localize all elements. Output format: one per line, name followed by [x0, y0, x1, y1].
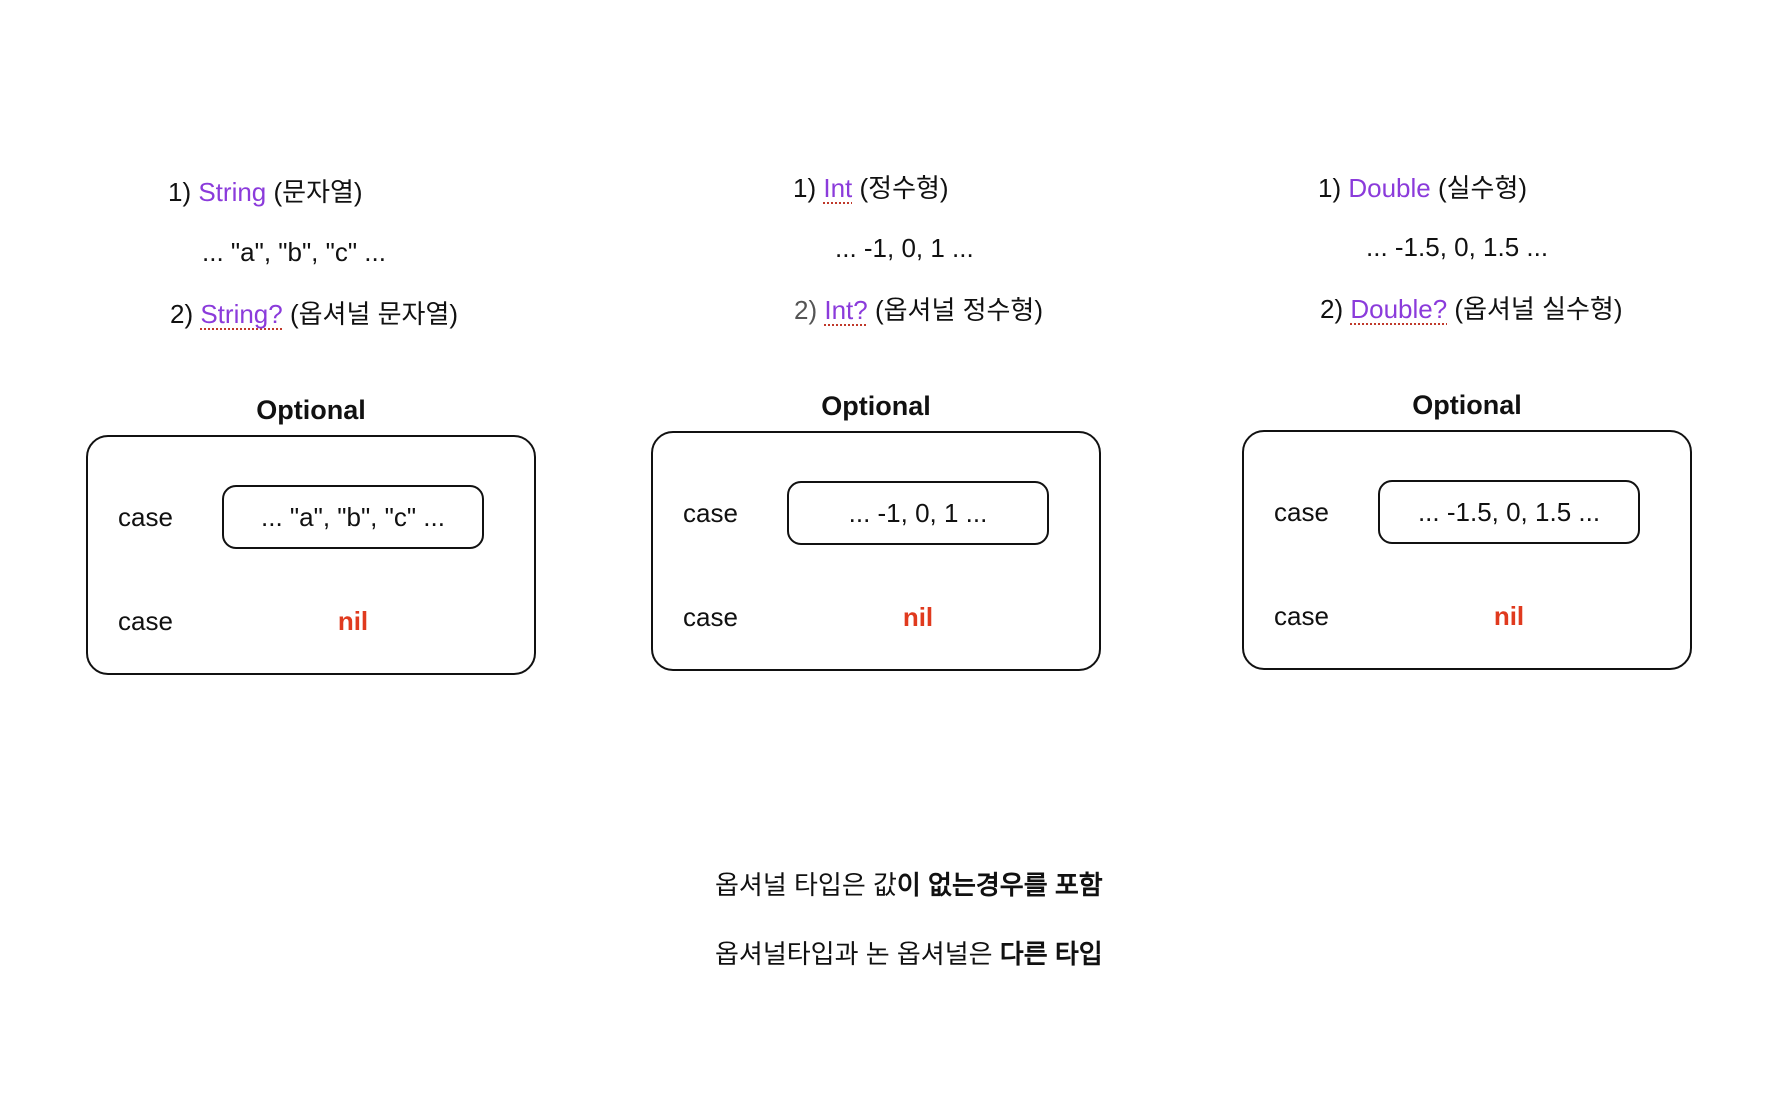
string-optional-title: Optional [256, 395, 366, 425]
double-optional-prefix: 2) [1320, 294, 1351, 324]
string-optional-prefix: 2) [170, 299, 201, 329]
int-values: ... -1, 0, 1 ... [835, 233, 974, 263]
double-optional-box: case ... -1.5, 0, 1.5 ... case nil [1242, 430, 1692, 670]
string-optional-type-name: String? [200, 299, 283, 329]
string-optional-suffix: (옵셔널 문자열) [282, 299, 459, 329]
string-case-none-label: case [118, 606, 173, 636]
string-case-some-value: ... "a", "b", "c" ... [261, 501, 445, 532]
int-optional-box: case ... -1, 0, 1 ... case nil [651, 431, 1101, 671]
double-case-none-value: nil [1493, 601, 1525, 631]
int-case-none-value: nil [902, 602, 934, 632]
string-optional-line: 2) String? (옵셔널 문자열) [170, 298, 458, 330]
string-type-name: String [198, 177, 267, 207]
int-case-some-value: ... -1, 0, 1 ... [848, 497, 988, 528]
double-case-none-label: case [1274, 601, 1329, 631]
double-optional-title: Optional [1412, 390, 1522, 420]
double-values: ... -1.5, 0, 1.5 ... [1366, 232, 1549, 262]
int-type-line: 1) Int (정수형) [793, 172, 949, 204]
string-case-some-label: case [118, 502, 173, 532]
double-case-some-value: ... -1.5, 0, 1.5 ... [1417, 496, 1601, 527]
double-optional-suffix: (옵셔널 실수형) [1447, 294, 1623, 324]
string-type-suffix: (문자열) [266, 177, 363, 207]
int-optional-type-name: Int? [824, 295, 868, 325]
string-type-prefix: 1) [168, 177, 199, 207]
note-line-2-normal: 옵셔널타입과 논 옵셔널은 [715, 939, 1000, 969]
double-type-prefix: 1) [1318, 173, 1349, 203]
int-type-name: Int [823, 173, 853, 203]
double-optional-type-name: Double? [1350, 294, 1448, 324]
string-type-line: 1) String (문자열) [168, 176, 363, 208]
int-case-some-value-box: ... -1, 0, 1 ... [787, 481, 1049, 545]
string-values: ... "a", "b", "c" ... [202, 237, 386, 267]
note-line-2-bold: 다른 타입 [999, 939, 1103, 969]
note-line-1: 옵셔널 타입은 값이 없는경우를 포함 [715, 869, 1103, 901]
int-optional-suffix: (옵셔널 정수형) [867, 295, 1044, 325]
int-optional-prefix: 2) [794, 295, 825, 325]
int-optional-line: 2) Int? (옵셔널 정수형) [794, 294, 1043, 326]
int-type-prefix: 1) [793, 173, 824, 203]
note-line-2: 옵셔널타입과 논 옵셔널은 다른 타입 [715, 938, 1103, 970]
string-optional-box: case ... "a", "b", "c" ... case nil [86, 435, 536, 675]
double-type-name: Double [1348, 173, 1431, 203]
int-type-suffix: (정수형) [852, 173, 949, 203]
string-case-some-value-box: ... "a", "b", "c" ... [222, 485, 484, 549]
double-type-line: 1) Double (실수형) [1318, 172, 1527, 204]
double-case-some-label: case [1274, 497, 1329, 527]
int-optional-title: Optional [821, 391, 931, 421]
note-line-1-bold: 이 없는경우를 포함 [896, 870, 1103, 900]
int-case-some-label: case [683, 498, 738, 528]
double-type-suffix: (실수형) [1430, 173, 1528, 203]
string-case-none-value: nil [337, 606, 369, 636]
note-line-1-normal: 옵셔널 타입은 값 [715, 870, 897, 900]
double-optional-line: 2) Double? (옵셔널 실수형) [1320, 293, 1623, 325]
int-case-none-label: case [683, 602, 738, 632]
double-case-some-value-box: ... -1.5, 0, 1.5 ... [1378, 480, 1640, 544]
